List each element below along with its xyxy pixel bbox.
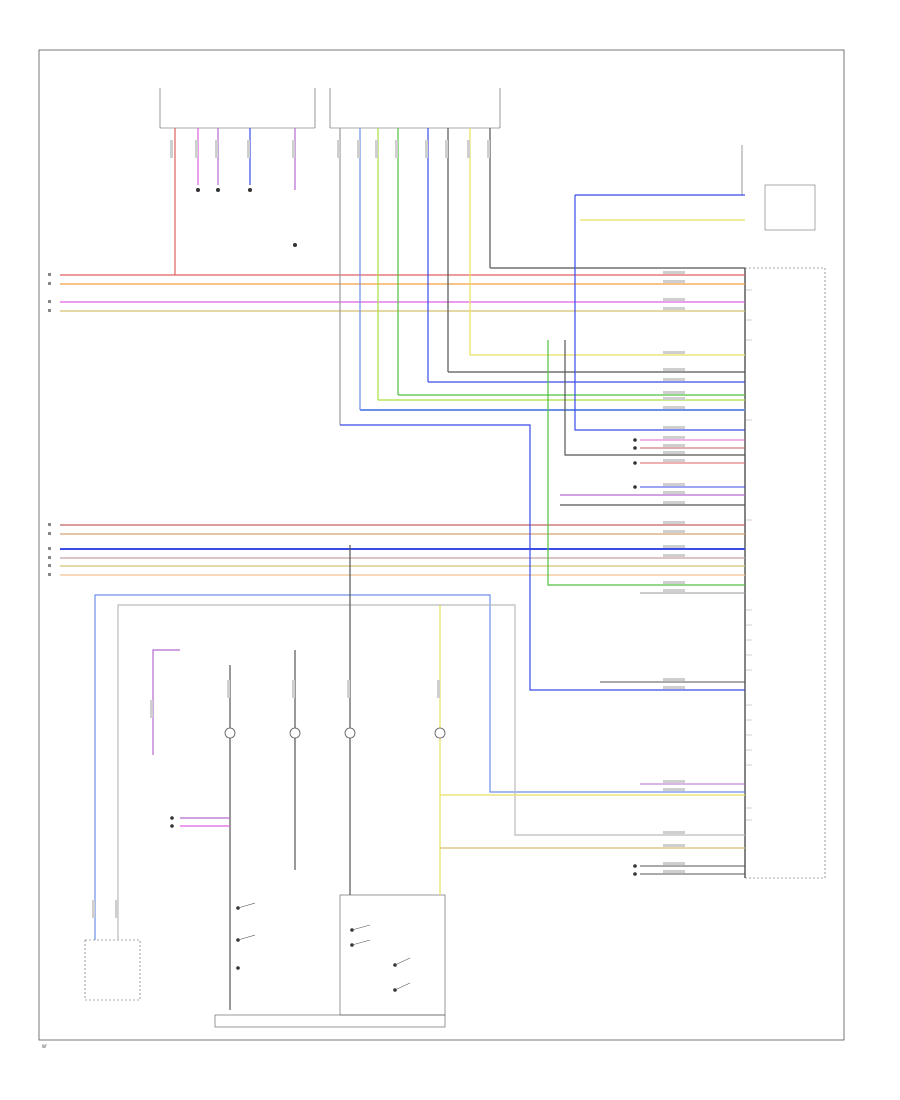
- right-module-box: [744, 267, 826, 879]
- top-left-connector: [159, 88, 316, 129]
- top-left-drops: [174, 128, 296, 275]
- left-pin-markers: [48, 273, 51, 576]
- lower-left-wires: [94, 545, 745, 1010]
- routed-wires: [340, 194, 745, 691]
- left-bottom-connector-box: [84, 939, 141, 1001]
- connector-dots: [170, 188, 637, 992]
- switch-contacts: [237, 902, 411, 991]
- middle-bus-wires: [60, 524, 745, 576]
- diagram-frame: [38, 49, 845, 1041]
- top-right-connector: [741, 145, 816, 231]
- bottom-switch-box: [214, 1014, 446, 1028]
- top-bus-wires: [60, 274, 745, 312]
- right-stub-wires: [600, 439, 745, 875]
- wire-label-blocks: [92, 140, 685, 918]
- right-connector-pins: [745, 289, 752, 821]
- top-middle-connector: [329, 88, 501, 129]
- top-middle-drops: [339, 128, 491, 425]
- multifunction-switch-box: [339, 894, 446, 1016]
- footer-code: W’: [42, 1044, 47, 1049]
- splice-points: [224, 727, 446, 739]
